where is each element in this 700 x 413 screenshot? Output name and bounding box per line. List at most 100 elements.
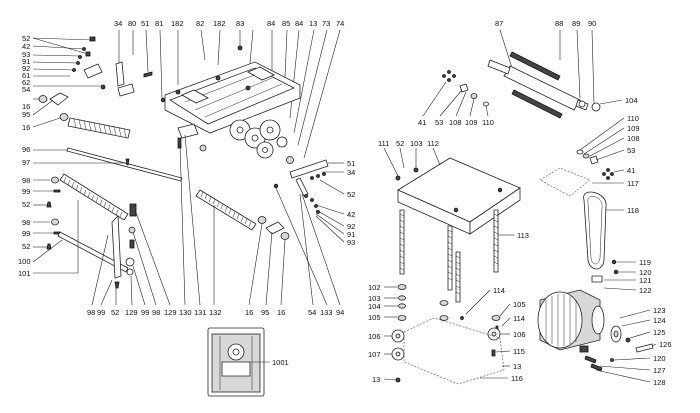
callout-91: 91 xyxy=(347,230,355,239)
callout-13: 13 xyxy=(372,375,380,384)
callout-61: 61 xyxy=(22,71,30,80)
callout-81: 81 xyxy=(155,19,163,28)
callout-100: 100 xyxy=(18,257,31,266)
callout-54: 54 xyxy=(308,308,316,317)
callout-129: 129 xyxy=(125,308,138,317)
callout-94: 94 xyxy=(336,308,344,317)
cutter-block-group xyxy=(487,29,637,291)
table-and-columns-group xyxy=(383,70,521,385)
callout-16: 16 xyxy=(22,102,30,111)
callout-117: 117 xyxy=(627,179,639,188)
callout-41: 41 xyxy=(418,118,426,127)
callout-120: 120 xyxy=(639,268,652,277)
callout-115: 115 xyxy=(513,347,525,356)
callout-133: 133 xyxy=(320,308,333,317)
callout-73: 73 xyxy=(322,19,330,28)
callout-54: 54 xyxy=(22,85,30,94)
callout-101: 101 xyxy=(18,269,31,278)
callout-131: 131 xyxy=(194,308,207,317)
callout-126: 126 xyxy=(659,340,672,349)
callout-93: 93 xyxy=(22,50,30,59)
callout-96: 96 xyxy=(22,145,30,154)
callout-98: 98 xyxy=(87,308,95,317)
motor-group xyxy=(537,289,657,383)
callout-98: 98 xyxy=(152,308,160,317)
callout-52: 52 xyxy=(396,139,404,148)
callout-97: 97 xyxy=(22,158,30,167)
central-frame-group xyxy=(91,29,345,306)
callout-41: 41 xyxy=(627,166,635,175)
callout-107: 107 xyxy=(368,350,381,359)
callout-90: 90 xyxy=(588,19,596,28)
callout-53: 53 xyxy=(435,118,443,127)
callout-95: 95 xyxy=(261,308,269,317)
callout-104: 104 xyxy=(625,96,638,105)
callout-111: 111 xyxy=(378,139,389,148)
callout-105: 105 xyxy=(513,300,526,309)
callout-52: 52 xyxy=(22,200,30,209)
callout-16: 16 xyxy=(245,308,253,317)
callout-108: 108 xyxy=(449,118,462,127)
callout-85: 85 xyxy=(282,19,290,28)
callout-109: 109 xyxy=(465,118,478,127)
callout-118: 118 xyxy=(627,206,639,215)
callout-113: 113 xyxy=(517,231,529,240)
callout-128: 128 xyxy=(653,378,666,387)
column-screws xyxy=(399,209,514,303)
callout-51: 51 xyxy=(347,159,355,168)
lower-feed-roller xyxy=(32,173,129,274)
callout-127: 127 xyxy=(653,366,666,375)
callout-91: 91 xyxy=(22,57,30,66)
callout-80: 80 xyxy=(128,19,136,28)
callout-52: 52 xyxy=(347,190,355,199)
callout-95: 95 xyxy=(22,110,30,119)
callout-132: 132 xyxy=(209,308,222,317)
callout-53: 53 xyxy=(627,146,635,155)
callout-51: 51 xyxy=(141,19,149,28)
callout-110: 110 xyxy=(482,118,494,127)
callout-99: 99 xyxy=(97,308,105,317)
callout-82: 82 xyxy=(196,19,204,28)
callout-92: 92 xyxy=(347,222,355,231)
callout-104: 104 xyxy=(368,302,381,311)
callout-52: 52 xyxy=(22,34,30,43)
callout-92: 92 xyxy=(22,64,30,73)
callout-34: 34 xyxy=(347,168,355,177)
callout-110: 110 xyxy=(627,114,639,123)
callout-182: 182 xyxy=(171,19,184,28)
callout-83: 83 xyxy=(236,19,244,28)
callout-122: 122 xyxy=(639,286,652,295)
callout-labels: 52 42 93 91 92 61 62 54 16 95 16 96 97 9… xyxy=(18,19,672,387)
callout-105: 105 xyxy=(368,313,381,322)
callout-93: 93 xyxy=(347,238,355,247)
callout-89: 89 xyxy=(572,19,580,28)
callout-106: 106 xyxy=(513,330,526,339)
callout-74: 74 xyxy=(336,19,344,28)
callout-84: 84 xyxy=(295,19,303,28)
callout-99: 99 xyxy=(22,187,30,196)
callout-102: 102 xyxy=(368,283,381,292)
callout-114: 114 xyxy=(513,314,525,323)
callout-106: 106 xyxy=(368,332,381,341)
callout-88: 88 xyxy=(555,19,563,28)
callout-103: 103 xyxy=(368,294,381,303)
callout-52: 52 xyxy=(22,242,30,251)
callout-13: 13 xyxy=(513,362,521,371)
callout-129: 129 xyxy=(164,308,177,317)
callout-1001: 1001 xyxy=(272,358,289,367)
callout-124: 124 xyxy=(653,316,666,325)
callout-99: 99 xyxy=(141,308,149,317)
callout-125: 125 xyxy=(653,328,666,337)
callout-116: 116 xyxy=(511,374,523,383)
callout-62: 62 xyxy=(22,78,30,87)
callout-16: 16 xyxy=(277,308,285,317)
callout-112: 112 xyxy=(427,139,439,148)
callout-34: 34 xyxy=(114,19,122,28)
callout-87: 87 xyxy=(495,19,503,28)
upper-feed-roller xyxy=(67,117,131,139)
callout-120: 120 xyxy=(653,354,666,363)
callout-84: 84 xyxy=(267,19,275,28)
callout-130: 130 xyxy=(179,308,192,317)
callout-98: 98 xyxy=(22,218,30,227)
